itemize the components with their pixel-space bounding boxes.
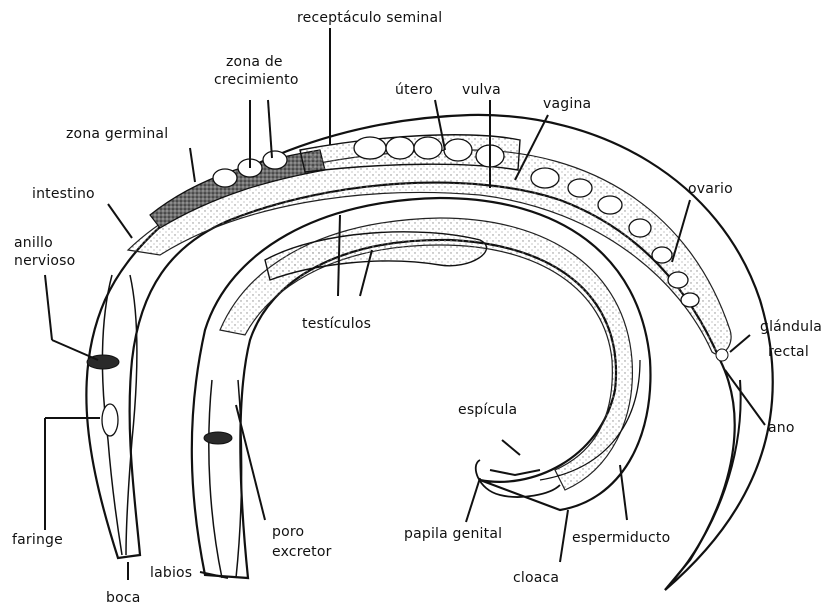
label-zona-crecimiento-1: zona de [226, 54, 283, 70]
label-poro-2: excretor [272, 544, 332, 560]
label-glandula-2: rectal [768, 344, 809, 360]
label-testiculos: testículos [302, 316, 371, 332]
label-ovario: ovario [688, 181, 733, 197]
label-vulva: vulva [462, 82, 501, 98]
label-faringe: faringe [12, 532, 63, 548]
label-vagina: vagina [543, 96, 591, 112]
label-cloaca: cloaca [513, 570, 559, 586]
label-zona-germinal: zona germinal [66, 126, 168, 142]
label-anillo-2: nervioso [14, 253, 75, 269]
label-espermiducto: espermiducto [572, 530, 670, 546]
spicule [490, 470, 540, 475]
label-boca: boca [106, 590, 141, 606]
label-ano: ano [768, 420, 795, 436]
leader-lines [45, 28, 765, 580]
female-pharynx-bulb [102, 404, 118, 436]
label-anillo-1: anillo [14, 235, 53, 251]
label-zona-crecimiento-2: crecimiento [214, 72, 299, 88]
label-glandula-1: glándula [760, 319, 822, 335]
male-worm [192, 198, 651, 578]
label-labios: labios [150, 565, 192, 581]
label-receptaculo-seminal: receptáculo seminal [297, 10, 442, 26]
label-papila-genital: papila genital [404, 526, 502, 542]
male-nerve-ring [204, 432, 232, 444]
rectal-gland [716, 349, 728, 361]
label-poro-1: poro [272, 524, 304, 540]
label-espicula: espícula [458, 402, 517, 418]
label-intestino: intestino [32, 186, 95, 202]
female-worm [86, 115, 772, 590]
label-utero: útero [395, 82, 433, 98]
